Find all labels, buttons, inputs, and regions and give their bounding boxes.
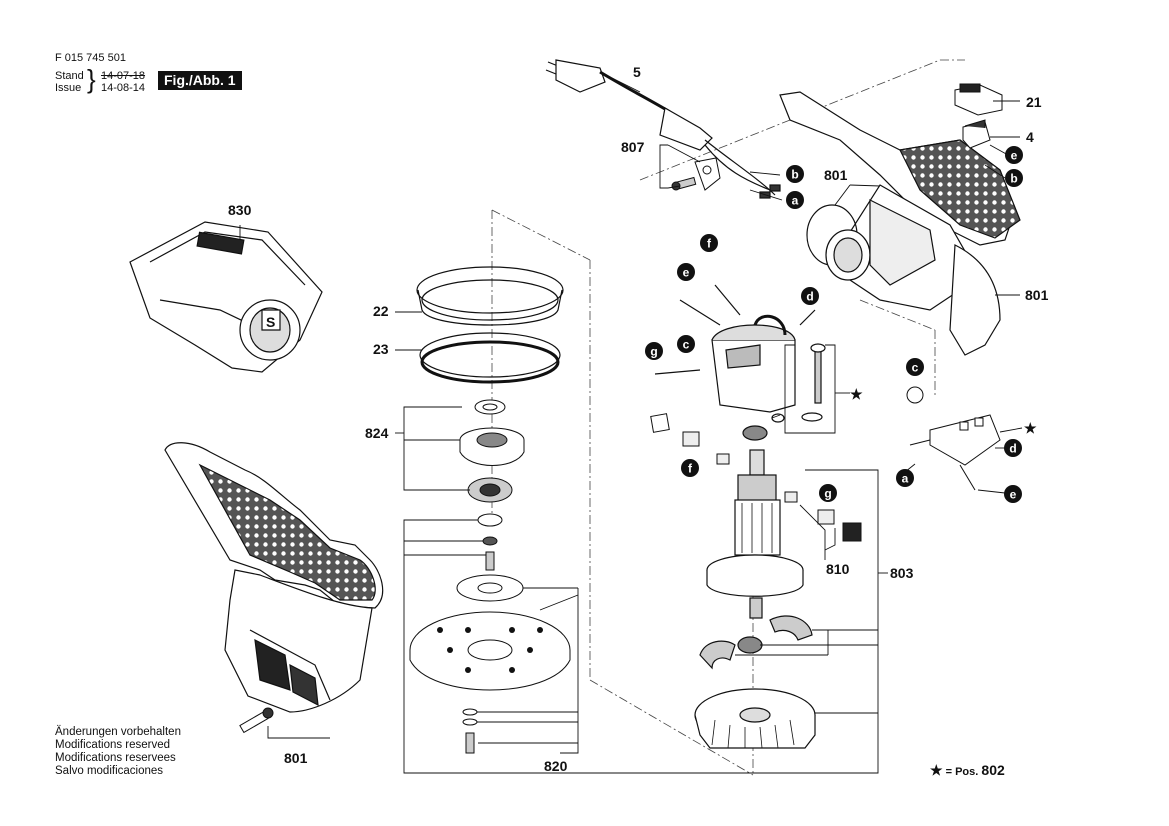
stand-label: Stand [55,70,84,82]
tag-g-left: g [645,342,663,360]
cable-clamp-807 [671,157,721,191]
svg-text:d: d [1009,442,1016,456]
legend-position: 802 [981,762,1005,778]
tag-f-brush: f [681,459,699,477]
star-legend: ★ = Pos. 802 [930,762,1005,779]
label-seal-23: 23 [373,341,389,357]
leader-lines [239,77,1023,774]
note-de: Änderungen vorbehalten [55,726,181,738]
note-fr: Modifications reservees [55,752,176,764]
power-cable [545,59,781,199]
svg-text:S: S [266,314,275,330]
label-star-field: ★ [850,386,863,402]
label-housing-right: 801 [1025,287,1049,303]
tag-a-switch: a [896,469,914,487]
tag-a-cable: a [786,191,804,209]
svg-text:f: f [688,462,693,476]
label-switch-cap: 21 [1026,94,1042,110]
tag-e-mid: e [677,263,695,281]
motor-housing-801 [779,91,1021,356]
label-cable-clamp: 807 [621,139,645,155]
legend-text: = Pos. [942,766,979,778]
svg-text:b: b [1010,172,1017,186]
svg-text:e: e [683,266,690,280]
svg-text:e: e [1011,149,1018,163]
label-switch-slider: 4 [1026,129,1034,145]
tag-c-mid: c [677,335,695,353]
svg-text:f: f [707,237,712,251]
svg-text:a: a [792,194,799,208]
svg-text:g: g [824,487,831,501]
issue-date: 14-08-14 [101,82,146,94]
svg-text:e: e [1010,488,1017,502]
svg-text:c: c [912,361,919,375]
label-housing-screw: 801 [284,750,308,766]
note-en: Modifications reserved [55,739,171,751]
svg-text:g: g [650,345,657,359]
tag-e-housing: e [1005,146,1023,164]
dust-box-830: S [129,221,323,373]
part-labels: 5 807 830 22 23 824 801 801 801 21 4 803… [228,64,1049,774]
document-number: F 015 745 501 [55,52,126,64]
tag-f-top: f [700,234,718,252]
sanding-pad-820 [409,513,571,754]
tag-d-switch: d [1004,439,1022,457]
armature-803 [694,425,816,749]
tag-d-mid: d [801,287,819,305]
housing-screw [239,707,274,734]
carbon-brushes [650,413,862,542]
tag-e-switch: e [1004,485,1022,503]
svg-text:d: d [806,290,813,304]
wire-tags: a b b e f e d c g f g c d a e [645,146,1023,503]
svg-text:b: b [791,168,798,182]
issue-label: Issue [55,82,82,94]
svg-text:a: a [902,472,909,486]
field-stator [654,284,826,423]
tag-g-brush: g [819,484,837,502]
brace-glyph: } [87,64,96,94]
switch-slider-4 [962,119,991,149]
modification-notes: Änderungen vorbehalten Modifications res… [55,726,181,778]
seal-rings [416,266,564,384]
label-sanding-pad: 820 [544,758,568,774]
tag-b-housing: b [1005,169,1023,187]
label-armature: 803 [890,565,914,581]
note-es: Salvo modificaciones [55,765,164,777]
label-dust-box: 830 [228,202,252,218]
label-bearing-kit: 824 [365,425,389,441]
tag-c-right: c [906,358,924,376]
switch-802 [906,386,1001,491]
legend-star: ★ [930,762,943,778]
label-star-switch: ★ [1024,420,1037,436]
figure-label: Fig./Abb. 1 [158,71,242,90]
label-cable: 5 [633,64,641,80]
svg-text:c: c [683,338,690,352]
sander-body [164,442,384,713]
label-housing-top: 801 [824,167,848,183]
tag-b-cable: b [786,165,804,183]
switch-cap-21 [954,83,1003,116]
label-brush-set: 810 [826,561,850,577]
stand-date: 14-07-18 [101,70,146,82]
label-seal-22: 22 [373,303,389,319]
